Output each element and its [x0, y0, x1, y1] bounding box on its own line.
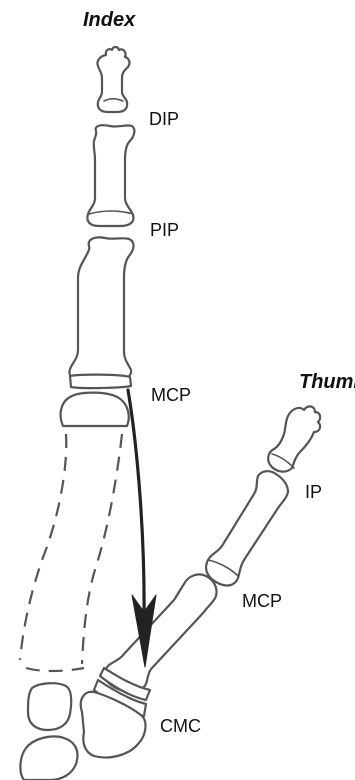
thumb-distal-phalanx: [268, 406, 320, 471]
trapezoid-bone: [28, 683, 71, 730]
index-metacarpal-head: [61, 393, 129, 426]
index-finger-bones: [20, 47, 134, 671]
index-finger-title: Index: [83, 10, 135, 30]
index-pip-label: PIP: [150, 221, 179, 239]
arrow-shaft: [128, 390, 144, 620]
thumb-cmc-label: CMC: [160, 717, 201, 735]
thumb-title: Thumb: [299, 372, 355, 392]
thumb-bones: [81, 406, 320, 757]
index-mcp-joint-plate: [70, 375, 131, 388]
carpal-bones: [20, 683, 77, 780]
motion-arrow: [128, 390, 156, 667]
index-metacarpal-dashed-right: [82, 434, 122, 664]
scaphoid-bone: [20, 736, 77, 780]
thumb-ip-label: IP: [305, 483, 322, 501]
index-mcp-label: MCP: [151, 386, 191, 404]
index-distal-phalanx: [97, 47, 129, 112]
index-proximal-phalanx: [70, 237, 134, 380]
index-metacarpal-dashed-base: [26, 668, 84, 671]
index-dip-label: DIP: [149, 110, 179, 128]
thumb-mcp-label: MCP: [242, 592, 282, 610]
thumb-metacarpal: [105, 574, 217, 691]
thumb-proximal-phalanx: [206, 471, 288, 585]
index-metacarpal-dashed-left: [20, 434, 66, 660]
